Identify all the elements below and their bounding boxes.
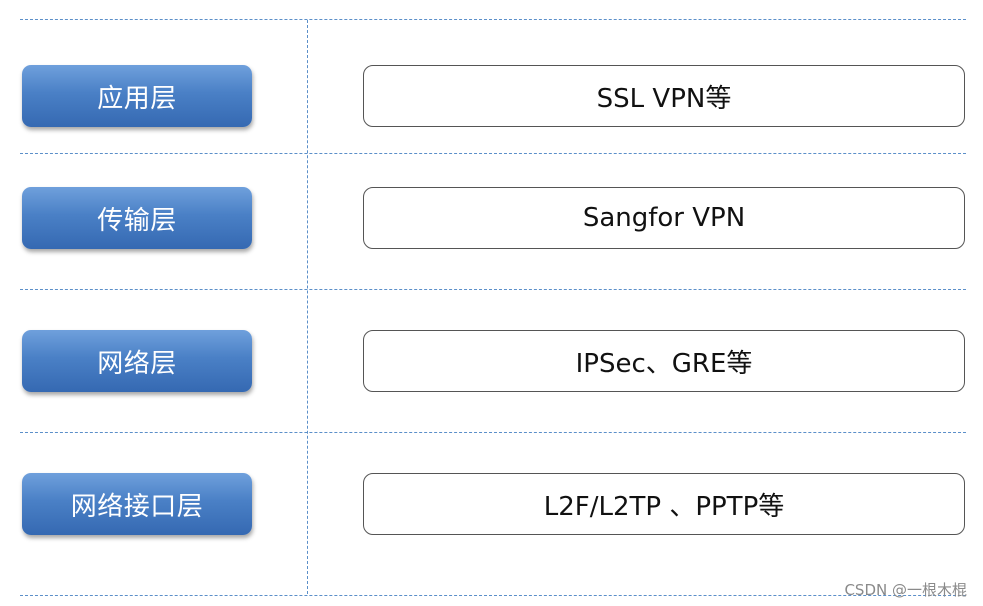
protocol-label: SSL VPN等: [596, 83, 732, 114]
layer-label: 应用层: [97, 83, 177, 114]
protocol-box-transport: Sangfor VPN: [363, 187, 965, 249]
divider-1: [20, 153, 966, 154]
protocol-box-network: IPSec、GRE等: [363, 330, 965, 392]
protocol-label: L2F/L2TP 、PPTP等: [543, 491, 785, 522]
protocol-box-application: SSL VPN等: [363, 65, 965, 127]
layer-network-interface: 网络接口层: [22, 473, 252, 535]
protocol-label: Sangfor VPN: [582, 203, 746, 233]
layer-transport: 传输层: [22, 187, 252, 249]
layer-label: 传输层: [97, 205, 177, 236]
column-divider: [307, 20, 308, 594]
divider-2: [20, 289, 966, 290]
layer-label: 网络接口层: [70, 491, 204, 522]
layer-application: 应用层: [22, 65, 252, 127]
layer-network: 网络层: [22, 330, 252, 392]
layer-label: 网络层: [97, 348, 177, 379]
watermark: CSDN @一根木棍: [844, 581, 967, 599]
protocol-box-network-interface: L2F/L2TP 、PPTP等: [363, 473, 965, 535]
divider-bottom: [20, 595, 966, 596]
protocol-label: IPSec、GRE等: [575, 348, 753, 379]
divider-3: [20, 432, 966, 433]
divider-top: [20, 19, 966, 20]
